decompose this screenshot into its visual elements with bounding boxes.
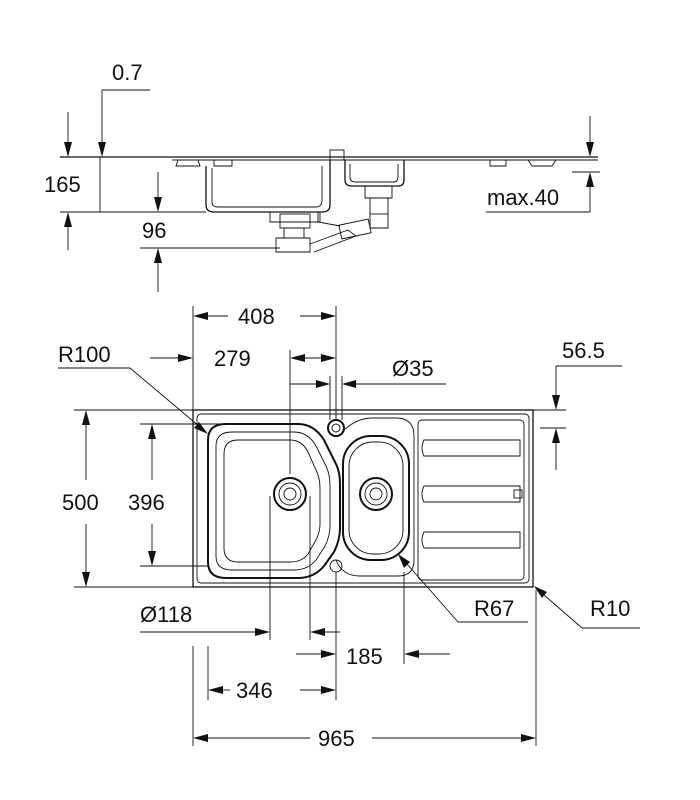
tap-hole [327,419,345,437]
dim-waste-118: Ø118 [140,602,192,627]
dim-spacing-346: 346 [236,678,273,703]
main-waste [273,477,307,511]
dim-depth-396: 396 [128,490,165,515]
main-bowl-profile [205,160,331,213]
drainer [417,419,525,581]
dim-offset: 56.5 [562,338,605,363]
small-bowl-profile [344,160,405,187]
small-bowl [342,435,410,561]
overflow-hole [329,559,343,573]
dim-radius-67: R67 [474,596,514,621]
side-view-dimensions: 0.7 165 96 max.40 [44,60,600,292]
dim-depth-500: 500 [62,490,99,515]
dim-max-worktop: max.40 [487,185,559,210]
main-bowl [207,423,341,579]
sink-outline [192,409,534,588]
trap [275,237,311,253]
dim-width-279: 279 [214,346,251,371]
dim-radius-10: R10 [590,596,630,621]
top-view-dimensions: 408 279 R100 Ø35 56.5 [58,304,640,751]
dim-depth-step: 96 [142,218,166,243]
dim-overall-965: 965 [318,726,355,751]
dim-width-408: 408 [238,304,275,329]
mounting-clip [175,159,201,167]
small-waste [359,477,393,511]
dim-tap-hole: Ø35 [392,356,434,381]
dim-radius-100: R100 [58,342,111,367]
top-view [192,409,534,588]
side-view [60,149,598,253]
dim-spacing-185: 185 [346,644,383,669]
dim-depth-total: 165 [44,172,81,197]
dim-thickness: 0.7 [112,60,143,85]
